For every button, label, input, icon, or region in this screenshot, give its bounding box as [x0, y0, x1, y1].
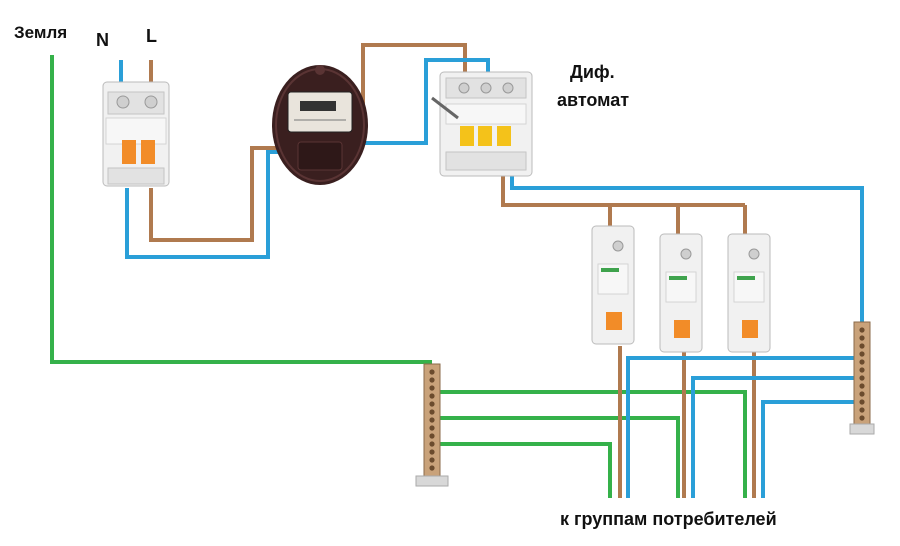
neutral-bus-1 — [626, 356, 857, 498]
terminal-screw-icon — [116, 95, 130, 109]
busbar-screw-icon — [859, 343, 865, 349]
neutral-bus-3 — [761, 400, 857, 498]
neutral-meter-to-rcbo — [350, 58, 490, 145]
busbar-screw-icon — [859, 375, 865, 381]
neutral-label: N — [96, 30, 109, 50]
terminal-screw-icon — [480, 82, 492, 94]
breaker-lever-icon — [674, 320, 690, 338]
busbar-base — [415, 475, 449, 487]
busbar-screw-icon — [859, 391, 865, 397]
busbar-screw-icon — [429, 457, 435, 463]
terminal-screw-icon — [612, 240, 624, 252]
neutral-breaker-to-meter — [125, 150, 290, 259]
busbar-screw-icon — [429, 433, 435, 439]
busbar-screw-icon — [859, 335, 865, 341]
terminal-screw-icon — [144, 95, 158, 109]
main-breaker — [102, 81, 170, 187]
busbar-screw-icon — [859, 367, 865, 373]
neutral-wires — [119, 58, 864, 498]
electricity-meter — [272, 65, 368, 185]
breaker-group-2 — [659, 233, 703, 353]
breaker-lever-icon — [606, 312, 622, 330]
ground-wire-2 — [432, 416, 680, 498]
meter-counter-display — [300, 101, 336, 111]
busbar-screw-icon — [429, 465, 435, 471]
busbar-screw-icon — [859, 359, 865, 365]
busbar-base — [849, 423, 875, 435]
busbar-screw-icon — [429, 409, 435, 415]
busbar-screw-icon — [429, 425, 435, 431]
ground-wires — [50, 55, 747, 498]
rcbo-bottom-terminals — [445, 151, 527, 171]
breaker-group-1 — [591, 225, 635, 345]
busbar-screw-icon — [859, 407, 865, 413]
rcbo-label-line2: автомат — [557, 90, 629, 110]
line-label: L — [146, 26, 157, 46]
breaker-lever-icon — [141, 140, 155, 164]
breaker-lever-icon — [122, 140, 136, 164]
brand-logo-icon — [669, 276, 687, 280]
brand-logo-icon — [601, 268, 619, 272]
busbar-screw-icon — [859, 415, 865, 421]
meter-face — [287, 91, 353, 133]
meter-terminal-cover — [297, 141, 343, 171]
ground-wire-3 — [432, 442, 612, 498]
busbar-screw-icon — [429, 449, 435, 455]
busbar-screw-icon — [429, 417, 435, 423]
rcbo-lever-icon — [478, 126, 492, 146]
screwdriver-icon — [431, 96, 459, 120]
rcbo-label-line1: Диф. — [570, 62, 615, 82]
busbar-screw-icon — [429, 369, 435, 375]
busbar-screw-icon — [859, 383, 865, 389]
ground-wire-main — [50, 55, 432, 364]
rcbo — [431, 71, 533, 177]
terminal-screw-icon — [748, 248, 760, 260]
busbar-screw-icon — [859, 327, 865, 333]
ground-wire-1 — [432, 390, 747, 498]
consumers-label: к группам потребителей — [560, 509, 777, 529]
busbar-screw-icon — [429, 441, 435, 447]
busbar-screw-icon — [429, 377, 435, 383]
meter-hanger-icon — [315, 65, 325, 75]
busbar-screw-icon — [429, 401, 435, 407]
rcbo-label-panel — [445, 103, 527, 125]
breaker-lever-icon — [742, 320, 758, 338]
terminal-screw-icon — [458, 82, 470, 94]
busbar-screw-icon — [859, 351, 865, 357]
rcbo-lever-icon — [460, 126, 474, 146]
phase-rcbo-out — [501, 170, 745, 207]
busbar-screw-icon — [859, 399, 865, 405]
busbar-screw-icon — [429, 393, 435, 399]
ground-label: Земля — [14, 23, 67, 42]
terminal-screw-icon — [680, 248, 692, 260]
phase-breaker-to-meter — [149, 146, 298, 242]
brand-logo-icon — [737, 276, 755, 280]
busbar-screw-icon — [429, 385, 435, 391]
main-breaker-label-panel — [105, 117, 167, 145]
breaker-group-3 — [727, 233, 771, 353]
terminal-screw-icon — [502, 82, 514, 94]
neutral-bus-2 — [691, 376, 857, 498]
rcbo-lever-icon — [497, 126, 511, 146]
main-breaker-bottom-terminals — [107, 167, 165, 185]
